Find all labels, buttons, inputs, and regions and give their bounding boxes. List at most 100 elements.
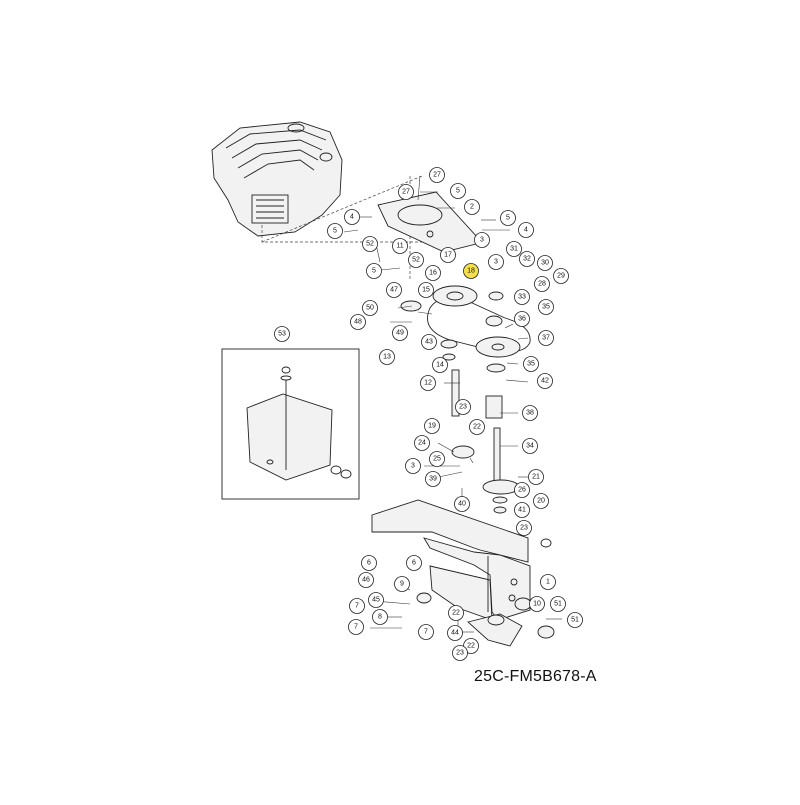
callout-10: 10 — [529, 596, 545, 612]
callout-number: 39 — [429, 476, 437, 483]
callout-number: 8 — [378, 614, 382, 621]
callout-number: 27 — [433, 172, 441, 179]
callout-number: 1 — [546, 579, 550, 586]
callout-26: 26 — [514, 482, 530, 498]
callout-circle — [362, 236, 378, 252]
callout-number: 3 — [480, 237, 484, 244]
callout-number: 46 — [362, 577, 370, 584]
callout-24: 24 — [414, 435, 430, 451]
callout-number: 23 — [456, 650, 464, 657]
callout-circle — [408, 252, 424, 268]
callout-52: 52 — [362, 236, 378, 252]
callout-circle — [469, 419, 485, 435]
callout-12: 12 — [420, 375, 436, 391]
callout-number: 20 — [537, 498, 545, 505]
callout-circle — [528, 469, 544, 485]
callout-circle — [349, 598, 365, 614]
callout-circle — [361, 555, 377, 571]
callout-circle — [274, 326, 290, 342]
callout-circle — [529, 596, 545, 612]
callout-35: 35 — [538, 299, 554, 315]
callout-22: 22 — [469, 419, 485, 435]
callout-number: 5 — [506, 215, 510, 222]
callout-circle — [514, 311, 530, 327]
callout-circle — [522, 438, 538, 454]
callout-45: 45 — [368, 592, 384, 608]
callout-number: 43 — [425, 339, 433, 346]
callout-number: 31 — [510, 246, 518, 253]
callout-number: 22 — [467, 643, 475, 650]
callout-number: 34 — [526, 443, 534, 450]
callout-number: 12 — [424, 380, 432, 387]
callout-circle — [425, 265, 441, 281]
callout-number: 21 — [532, 474, 540, 481]
callout-circle — [534, 276, 550, 292]
callout-34: 34 — [522, 438, 538, 454]
callout-circle — [432, 357, 448, 373]
callout-number: 36 — [518, 316, 526, 323]
callout-51: 51 — [550, 596, 566, 612]
callout-number: 3 — [411, 463, 415, 470]
callout-circle — [327, 223, 343, 239]
callout-5: 5 — [366, 263, 382, 279]
callout-22: 22 — [448, 605, 464, 621]
leader-lines — [343, 175, 562, 633]
callout-number: 4 — [350, 214, 354, 221]
callout-number: 35 — [542, 304, 550, 311]
callout-number: 53 — [278, 331, 286, 338]
callout-circle — [533, 493, 549, 509]
callout-28: 28 — [534, 276, 550, 292]
callout-39: 39 — [425, 471, 441, 487]
callout-circle — [379, 349, 395, 365]
callout-number: 18 — [467, 268, 475, 275]
callout-circle — [447, 625, 463, 641]
callout-30: 30 — [537, 255, 553, 271]
belt-and-pulleys — [400, 285, 531, 373]
callout-circle — [523, 356, 539, 372]
callout-circle — [454, 496, 470, 512]
callout-19: 19 — [424, 418, 440, 434]
callout-circle — [362, 300, 378, 316]
callout-number: 52 — [366, 241, 374, 248]
callout-circle — [519, 251, 535, 267]
callout-number: 10 — [533, 601, 541, 608]
callout-number: 48 — [354, 319, 362, 326]
callout-33: 33 — [514, 289, 530, 305]
callout-circle — [392, 238, 408, 254]
callout-3: 3 — [405, 458, 421, 474]
callout-number: 47 — [390, 287, 398, 294]
callout-number: 17 — [444, 252, 452, 259]
callout-number: 23 — [520, 525, 528, 532]
callout-21: 21 — [528, 469, 544, 485]
inset-frame — [221, 348, 360, 500]
callout-number: 6 — [367, 560, 371, 567]
callout-circle — [392, 325, 408, 341]
callout-number: 9 — [400, 581, 404, 588]
callout-circle — [414, 435, 430, 451]
callout-number: 51 — [554, 601, 562, 608]
callout-23: 23 — [455, 399, 471, 415]
callout-circle — [420, 375, 436, 391]
callout-8: 8 — [372, 609, 388, 625]
callout-18: 18 — [463, 263, 479, 279]
callout-46: 46 — [358, 572, 374, 588]
callout-number: 49 — [396, 330, 404, 337]
callout-51: 51 — [567, 612, 583, 628]
callout-5: 5 — [327, 223, 343, 239]
callout-number: 40 — [458, 501, 466, 508]
callout-35: 35 — [523, 356, 539, 372]
callout-circle — [506, 241, 522, 257]
callout-36: 36 — [514, 311, 530, 327]
callout-circle — [418, 282, 434, 298]
callout-9: 9 — [394, 576, 410, 592]
callout-circle — [429, 167, 445, 183]
callout-48: 48 — [350, 314, 366, 330]
callout-17: 17 — [440, 247, 456, 263]
callout-circle — [344, 209, 360, 225]
callout-1: 1 — [540, 574, 556, 590]
callout-circle — [421, 334, 437, 350]
callout-43: 43 — [421, 334, 437, 350]
callout-circle — [514, 482, 530, 498]
